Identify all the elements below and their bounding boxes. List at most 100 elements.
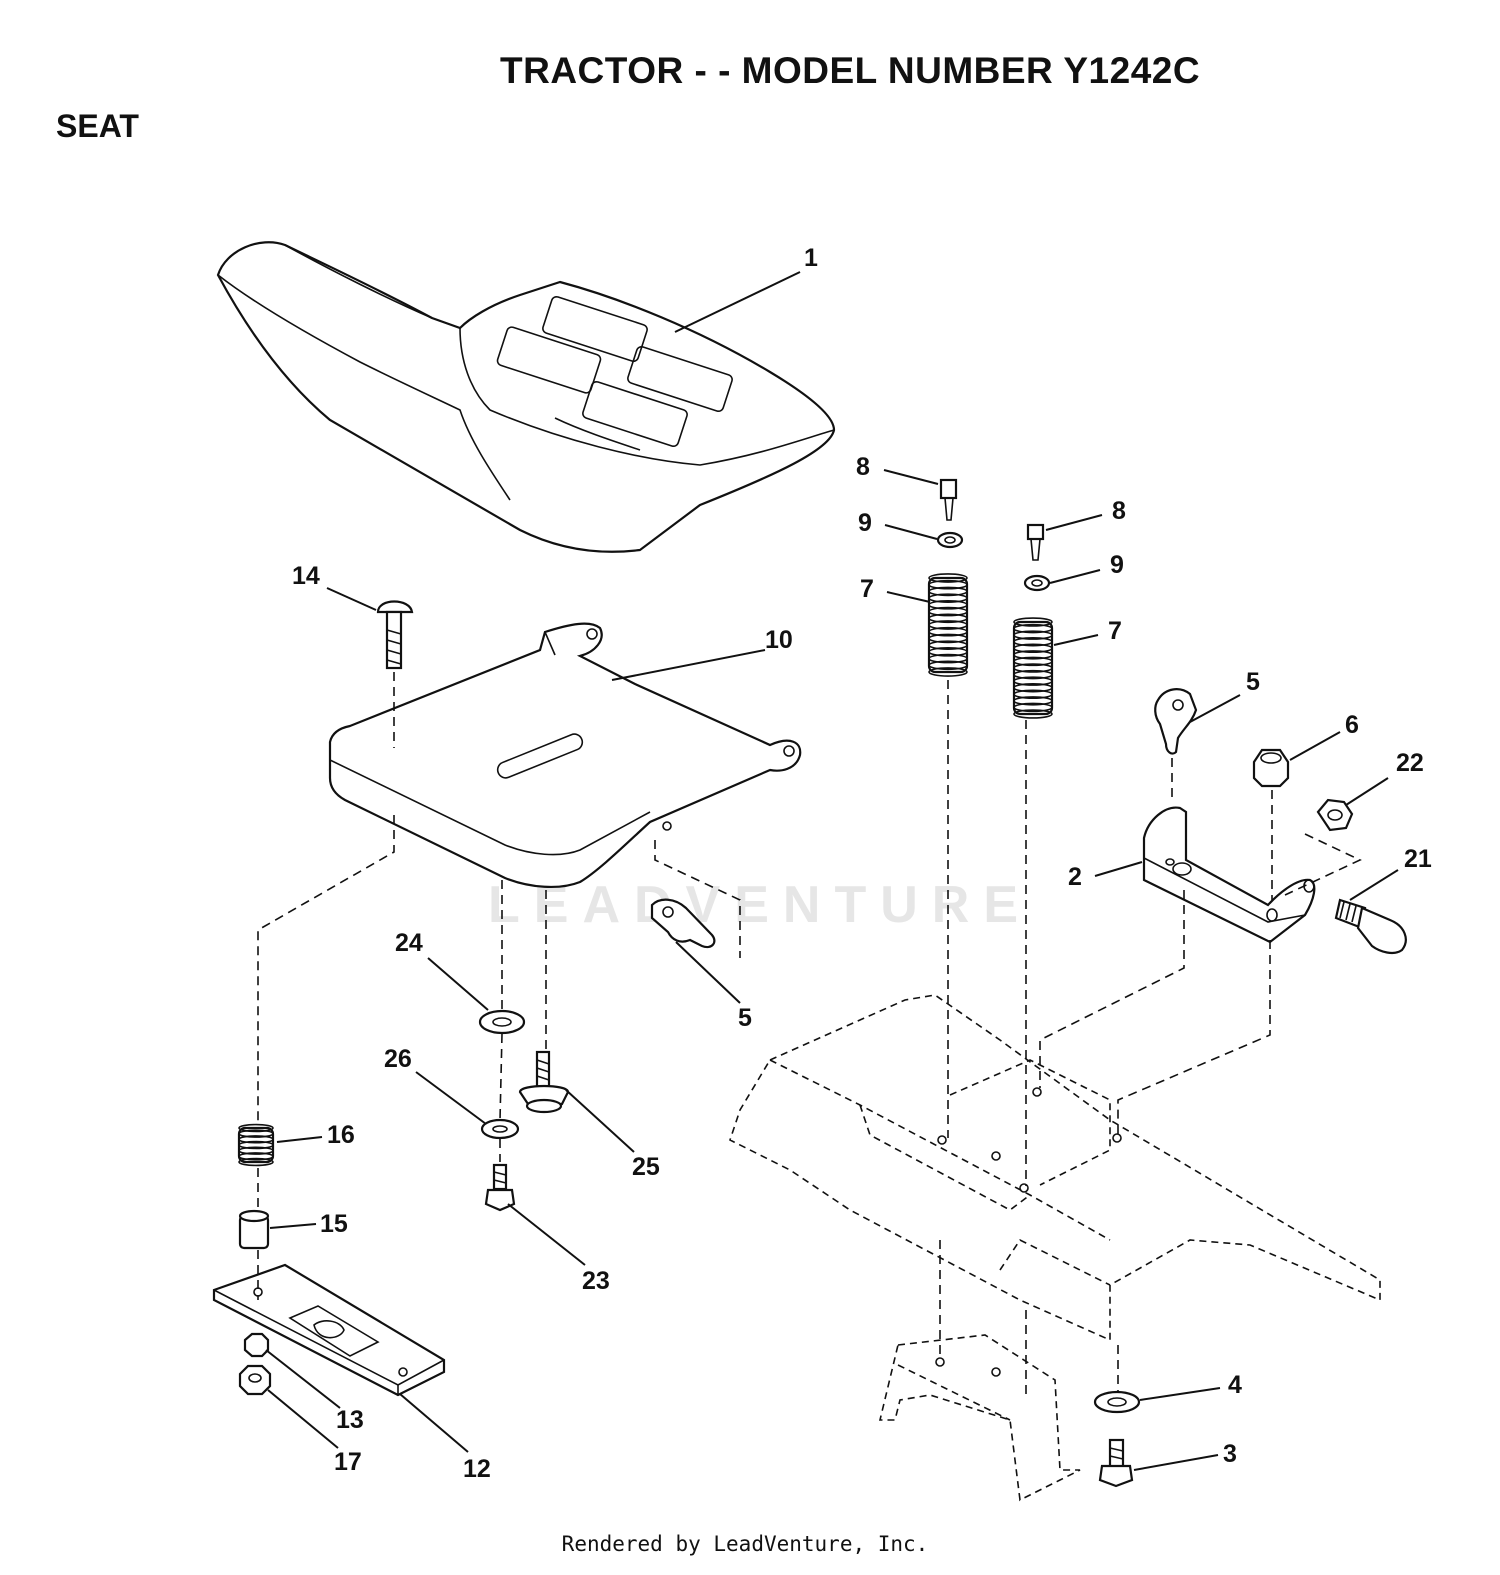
- spring-coil: [1013, 696, 1053, 706]
- spring-left[interactable]: [927, 573, 969, 677]
- seat-part[interactable]: [216, 241, 836, 553]
- callout-4: 4: [1228, 1371, 1242, 1399]
- spring-body: [237, 1126, 275, 1164]
- callout-1: 1: [804, 244, 818, 272]
- spring-coil: [928, 606, 968, 617]
- callout-8a: 8: [856, 453, 870, 481]
- spring-coil: [1013, 702, 1053, 713]
- callout-9a: 9: [858, 509, 872, 537]
- callout-23: 23: [582, 1267, 610, 1295]
- callout-9b: 9: [1110, 551, 1124, 579]
- spring-coil: [1013, 630, 1053, 640]
- callout-17: 17: [334, 1448, 362, 1476]
- clip-nut-upper[interactable]: [1154, 688, 1198, 755]
- seat-pan-part[interactable]: [328, 622, 802, 889]
- spring-coil: [928, 579, 968, 590]
- spring-coil: [928, 633, 968, 644]
- spring-coil: [1013, 656, 1053, 667]
- spring-bolt-left[interactable]: [939, 478, 958, 521]
- spring-coil: [928, 593, 968, 603]
- callout-24: 24: [395, 929, 423, 957]
- spring-coil: [238, 1146, 274, 1155]
- leader-lines: [265, 271, 1399, 1471]
- callout-15: 15: [320, 1210, 348, 1238]
- nut-part-13[interactable]: [243, 1332, 270, 1358]
- callout-5a: 5: [1246, 668, 1260, 696]
- spring-body: [1012, 620, 1054, 716]
- seat-bracket-part[interactable]: [1142, 806, 1316, 944]
- spacer-part-15[interactable]: [238, 1209, 270, 1250]
- callout-7a: 7: [860, 575, 874, 603]
- lock-nut-part[interactable]: [1252, 748, 1290, 788]
- spring-body: [927, 576, 969, 674]
- callout-16: 16: [327, 1121, 355, 1149]
- spring-coil: [1013, 623, 1053, 634]
- spring-coil: [928, 620, 968, 630]
- spring-coil: [928, 660, 968, 671]
- spring-coil: [928, 667, 968, 677]
- hex-bolt-part-23[interactable]: [484, 1163, 516, 1212]
- spring-coil: [1013, 689, 1053, 700]
- callout-10: 10: [765, 626, 793, 654]
- spring-part-16[interactable]: [237, 1123, 275, 1167]
- spring-coil: [1013, 669, 1053, 680]
- spring-coil: [1013, 682, 1053, 693]
- callout-6: 6: [1345, 711, 1359, 739]
- shoulder-bolt-part[interactable]: [1334, 898, 1407, 955]
- spring-coil: [1013, 663, 1053, 673]
- callout-21: 21: [1404, 845, 1432, 873]
- callout-5b: 5: [738, 1004, 752, 1032]
- footer-credit: Rendered by LeadVenture, Inc.: [561, 1532, 929, 1556]
- callout-3: 3: [1223, 1440, 1237, 1468]
- spring-coil: [928, 573, 968, 583]
- spring-coil: [1013, 650, 1053, 660]
- spring-coil: [1013, 676, 1053, 686]
- assembly-centerlines: [257, 672, 1362, 1400]
- callout-13: 13: [336, 1406, 364, 1434]
- spring-coil: [238, 1129, 274, 1138]
- clip-nut-lower[interactable]: [650, 898, 716, 949]
- spring-coil: [238, 1140, 274, 1150]
- spring-bolt-right[interactable]: [1026, 523, 1045, 561]
- washer-part-26[interactable]: [480, 1118, 520, 1140]
- spring-coil: [1013, 643, 1053, 654]
- washer-part-4[interactable]: [1093, 1390, 1141, 1414]
- callout-12: 12: [463, 1455, 491, 1483]
- callout-26: 26: [384, 1045, 412, 1073]
- carriage-bolt-part[interactable]: [376, 600, 414, 670]
- spring-coil: [928, 626, 968, 637]
- watermark-text: LEADVENTURE: [488, 876, 1033, 934]
- base-plate-part[interactable]: [212, 1263, 446, 1397]
- callout-2: 2: [1068, 863, 1082, 891]
- section-label: SEAT: [56, 108, 139, 144]
- spring-coil: [1013, 709, 1053, 719]
- spring-coil: [928, 640, 968, 650]
- spring-coil: [238, 1123, 274, 1133]
- flange-bolt-part[interactable]: [518, 1050, 570, 1114]
- diagram-title: TRACTOR - - MODEL NUMBER Y1242C: [500, 50, 1201, 91]
- spring-coil: [238, 1135, 274, 1144]
- washer-right[interactable]: [1023, 574, 1051, 592]
- spring-coil: [928, 647, 968, 657]
- callout-14: 14: [292, 562, 320, 590]
- callout-labels: 1 8 9 7 8 9 7 14 10 5 6 22 2 21 24 5 26 …: [292, 244, 1432, 1483]
- spring-coil: [928, 653, 968, 664]
- spring-coil: [928, 586, 968, 597]
- spring-coil: [238, 1152, 274, 1161]
- washer-part-24[interactable]: [478, 1009, 526, 1035]
- callout-25: 25: [632, 1153, 660, 1181]
- spring-coil: [928, 600, 968, 610]
- callout-22: 22: [1396, 749, 1424, 777]
- callout-8b: 8: [1112, 497, 1126, 525]
- tractor-frame-phantom: [729, 994, 1381, 1502]
- spring-coil: [1013, 636, 1053, 647]
- spring-coil: [238, 1157, 274, 1167]
- spring-coil: [1013, 617, 1053, 627]
- spring-coil: [928, 613, 968, 624]
- hex-bolt-part-3[interactable]: [1098, 1438, 1134, 1488]
- spring-right[interactable]: [1012, 617, 1054, 719]
- hex-nut-part[interactable]: [1316, 798, 1354, 832]
- washer-left[interactable]: [936, 531, 964, 549]
- nut-part-17[interactable]: [238, 1364, 272, 1396]
